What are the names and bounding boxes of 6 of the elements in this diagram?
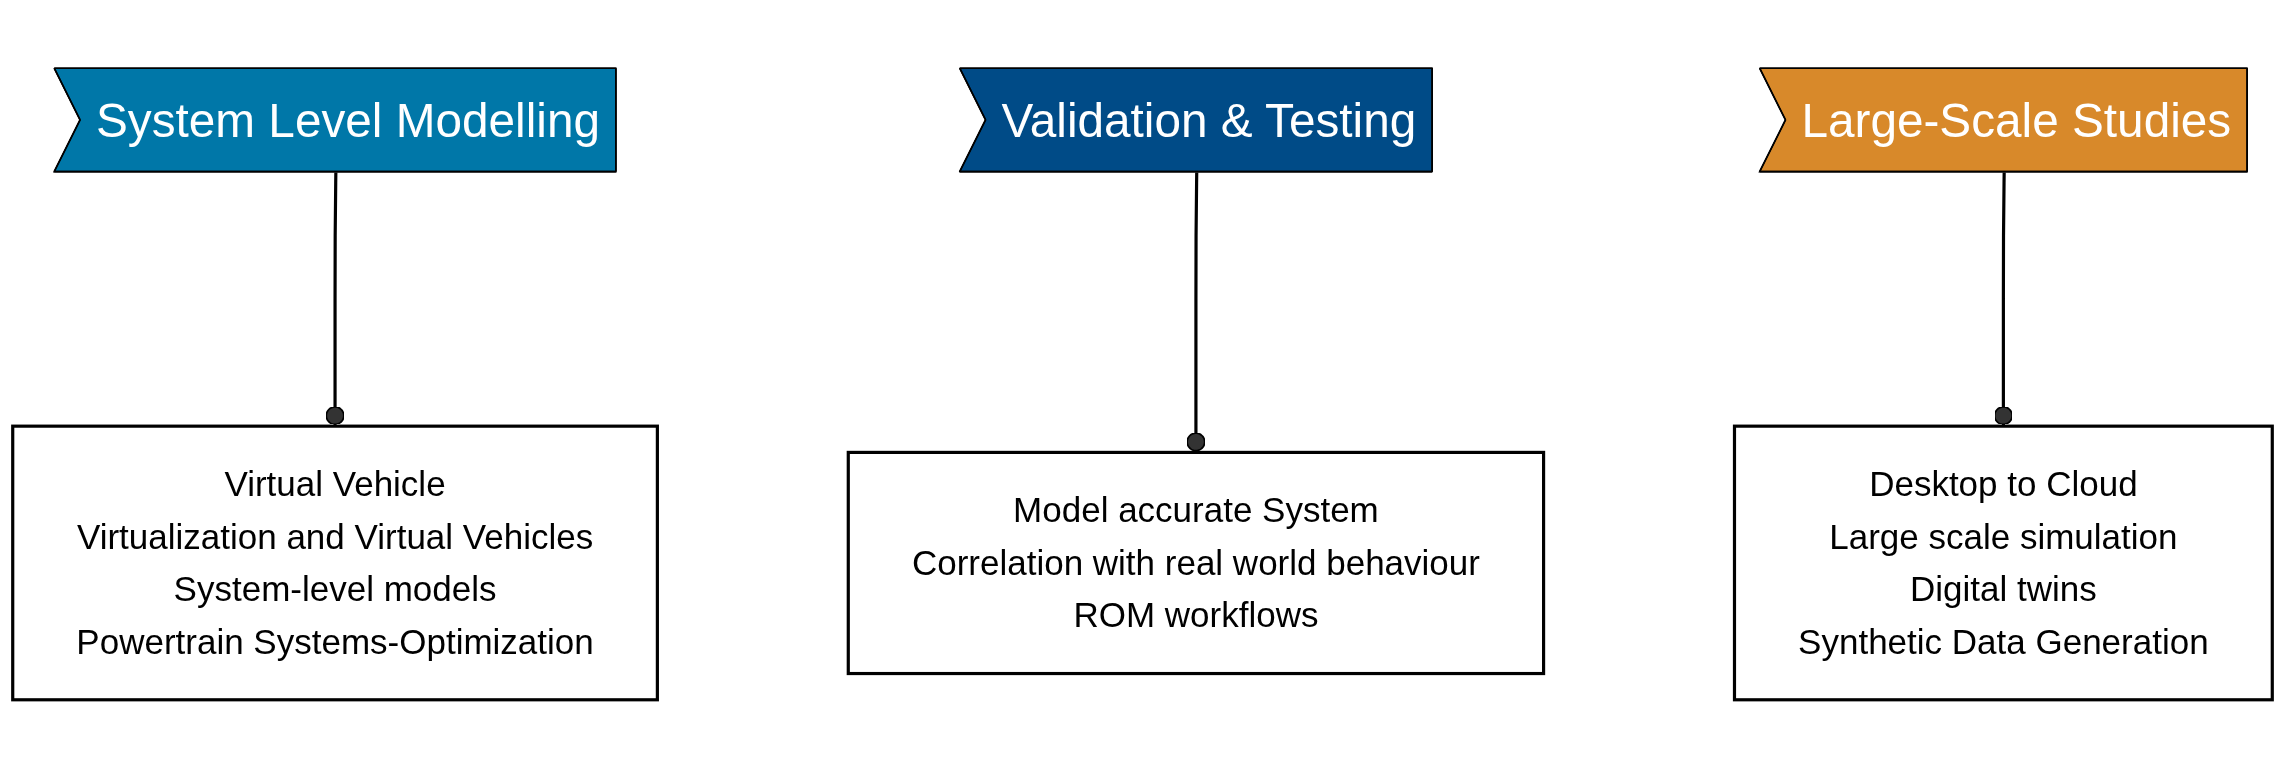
- connector: [1186, 172, 1206, 453]
- connector: [1993, 172, 2013, 427]
- node-box: Virtual Vehicle Virtualization and Virtual Vehicles System-level models Powertrain Systems-Optimization: [11, 424, 659, 702]
- connector: [325, 172, 345, 427]
- node-box: Desktop to Cloud Large scale simulation Digital twins Synthetic Data Generation: [1732, 424, 2274, 702]
- node-box: Model accurate System Correlation with real world behaviour ROM workflows: [846, 450, 1546, 676]
